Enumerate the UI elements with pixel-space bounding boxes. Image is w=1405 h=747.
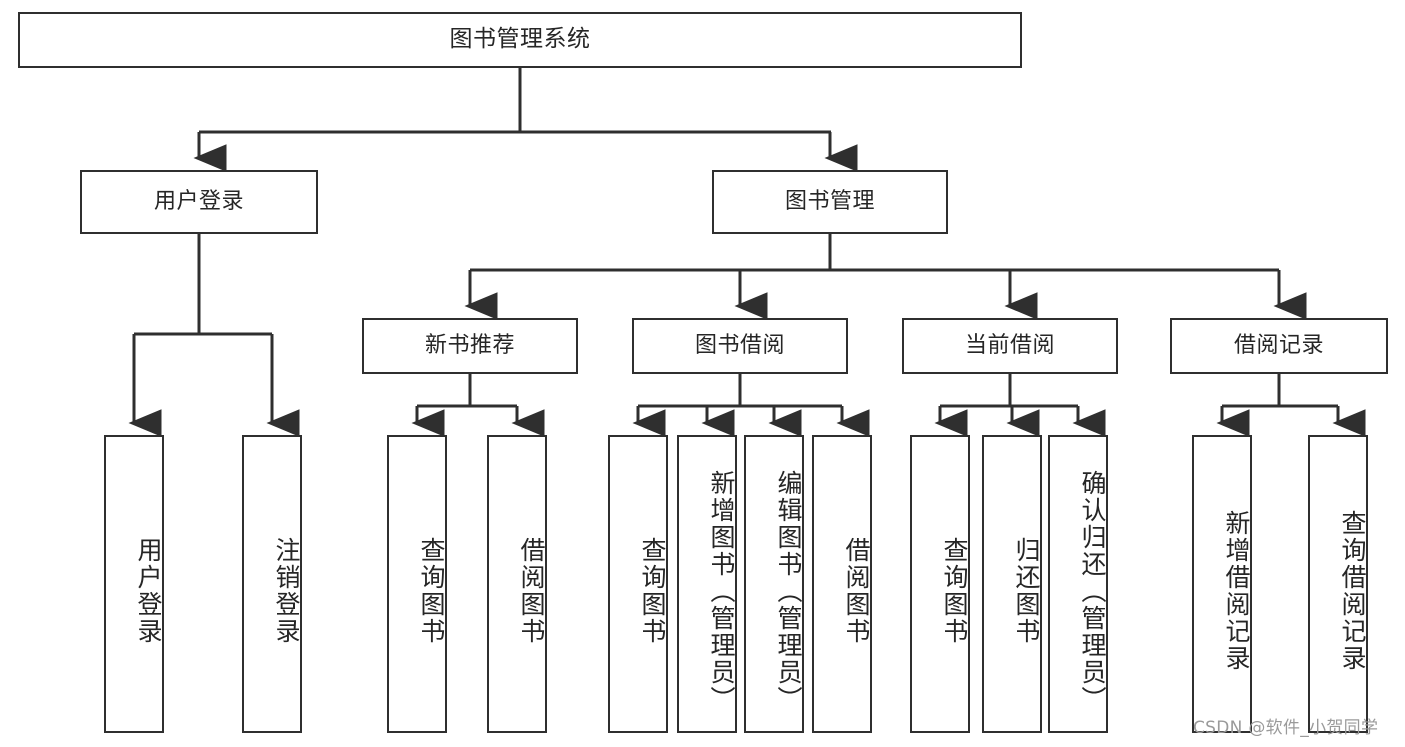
leaf-query-borrow-record[interactable]: 查询借阅记录 [1308,435,1368,733]
node-label: 图书管理 [784,188,875,214]
node-new-book-recommend[interactable]: 新书推荐 [362,318,578,374]
node-label: 编辑图书（管理员） [774,469,803,713]
node-label: 新书推荐 [424,332,515,358]
node-label: 注销登录 [272,537,301,645]
node-book-manage[interactable]: 图书管理 [712,170,948,234]
node-label: 用户登录 [153,188,244,214]
leaf-return-book[interactable]: 归还图书 [982,435,1042,733]
node-label: 确认归还（管理员） [1078,469,1107,713]
node-label: 图书借阅 [694,332,785,358]
node-user-login[interactable]: 用户登录 [80,170,318,234]
watermark: CSDN @软件_小贺同学 [1193,718,1379,738]
node-label: 查询图书 [417,537,446,645]
node-label: 查询图书 [940,537,969,645]
leaf-logout[interactable]: 注销登录 [242,435,302,733]
node-borrow-record[interactable]: 借阅记录 [1170,318,1388,374]
node-label: 查询借阅记录 [1338,510,1367,672]
leaf-add-book[interactable]: 新增图书（管理员） [677,435,737,733]
node-label: 借阅图书 [517,537,546,645]
leaf-user-login[interactable]: 用户登录 [104,435,164,733]
node-root-system[interactable]: 图书管理系统 [18,12,1022,68]
node-label: 当前借阅 [964,332,1055,358]
leaf-add-borrow-record[interactable]: 新增借阅记录 [1192,435,1252,733]
node-label: 新增图书（管理员） [707,469,736,713]
node-label: 用户登录 [134,537,163,645]
node-label: 新增借阅记录 [1222,510,1251,672]
leaf-edit-book[interactable]: 编辑图书（管理员） [744,435,804,733]
leaf-borrow-book[interactable]: 借阅图书 [812,435,872,733]
node-book-borrow[interactable]: 图书借阅 [632,318,848,374]
leaf-query-book-recommend[interactable]: 查询图书 [387,435,447,733]
node-label: 查询图书 [638,537,667,645]
node-current-borrow[interactable]: 当前借阅 [902,318,1118,374]
leaf-borrow-book-recommend[interactable]: 借阅图书 [487,435,547,733]
node-label: 借阅记录 [1233,332,1324,358]
leaf-confirm-return[interactable]: 确认归还（管理员） [1048,435,1108,733]
node-label: 归还图书 [1012,537,1041,645]
node-label: 借阅图书 [842,537,871,645]
node-label: 图书管理系统 [449,26,591,53]
leaf-query-book-borrow[interactable]: 查询图书 [608,435,668,733]
leaf-query-book-current[interactable]: 查询图书 [910,435,970,733]
